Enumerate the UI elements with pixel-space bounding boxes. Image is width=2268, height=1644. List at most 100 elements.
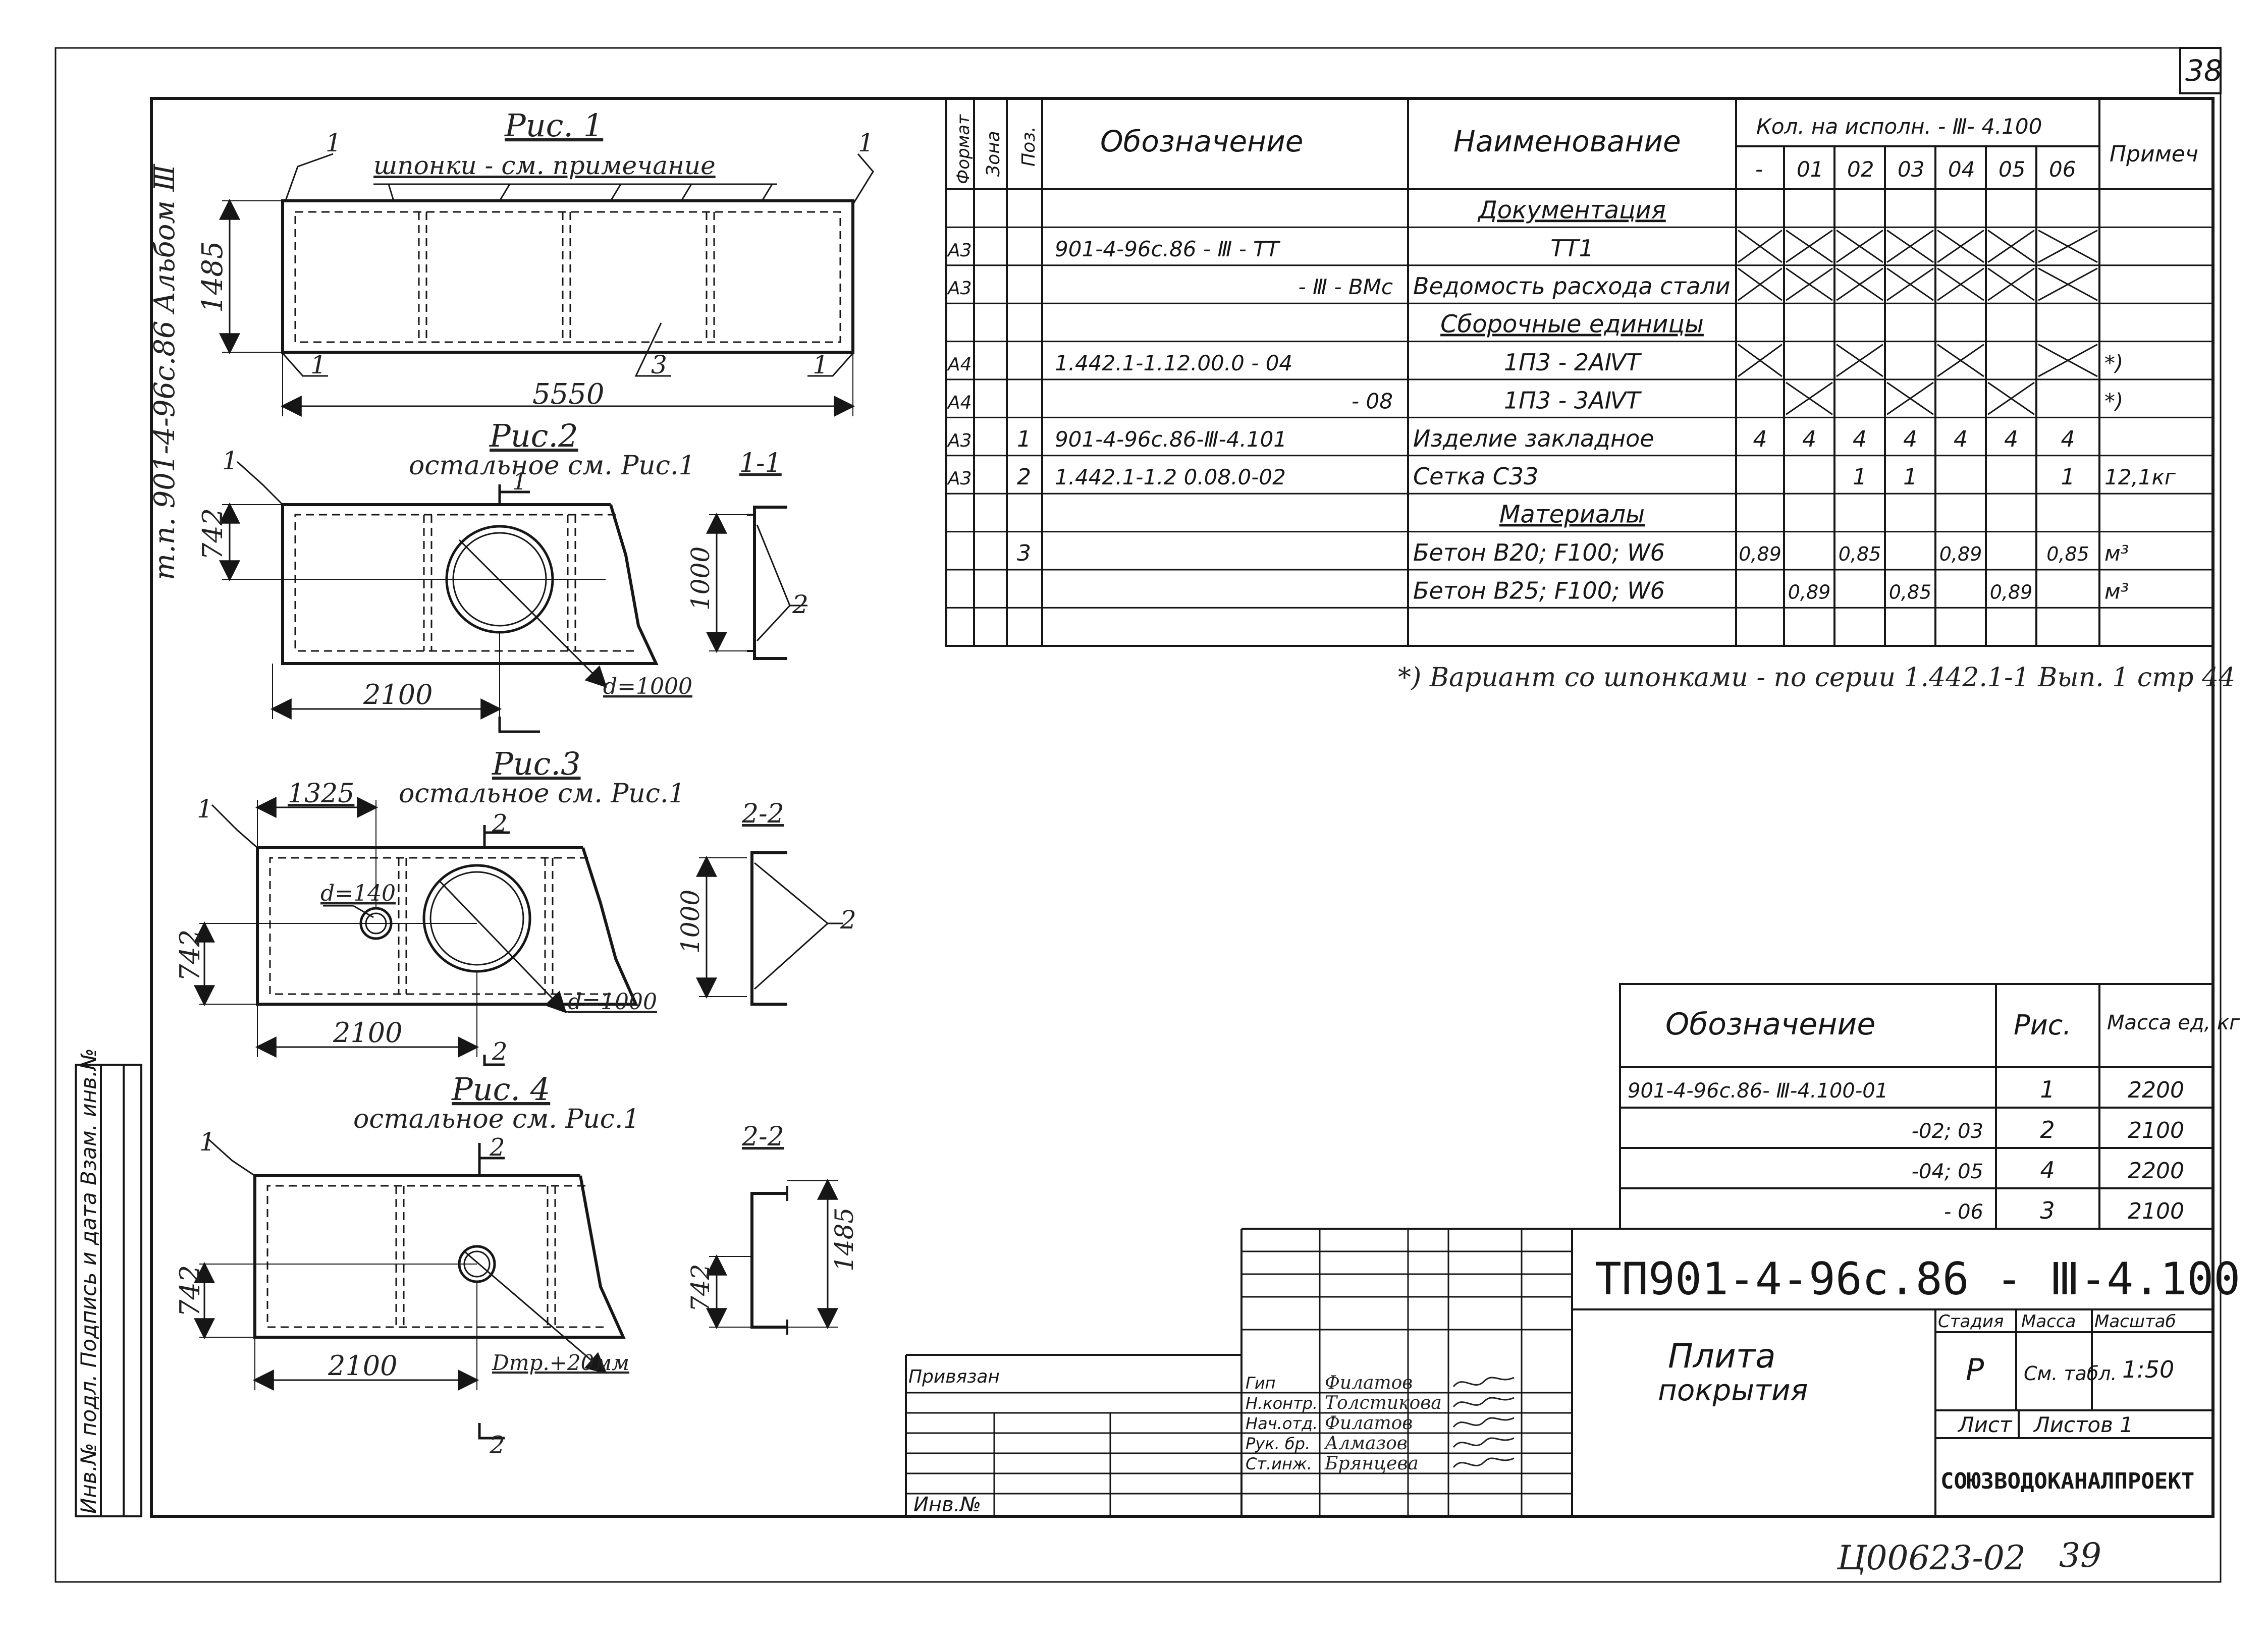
staff-role: Рук. бр. (1246, 1434, 1310, 1453)
qty-cell: 0,85 (2046, 543, 2089, 565)
figure-1: Рис. 1 шпонки - см. примечание (196, 107, 874, 417)
scale-label: Масштаб (2094, 1311, 2176, 1332)
signature-scribble (1452, 1437, 1515, 1448)
spec-header-zone: Зона (983, 131, 1004, 177)
sec11-title: 1-1 (739, 448, 782, 478)
spec-cell: 1П3 - 3АⅣТ (1504, 387, 1642, 414)
fig3-section-mark: 2 (492, 809, 508, 838)
mass-value: См. табл. (2024, 1362, 2117, 1385)
fig1-callout: 3 (651, 350, 667, 379)
fig4-dim-height: 742 (174, 1265, 206, 1317)
doc-code: ТП901-4-96с.86 - Ⅲ-4.100 (1595, 1253, 2240, 1305)
spec-cell: - Ⅲ - ВМс (1299, 275, 1393, 299)
cross-mark (1738, 230, 1783, 263)
section-2-2-a: 2-2 2 1000 (676, 799, 856, 1006)
variants-header-mass: Масса ед, кг (2107, 1011, 2240, 1034)
spec-cell: Сетка С33 (1413, 463, 1538, 490)
sec11-dim: 1000 (686, 546, 715, 611)
sec11-callout: 2 (792, 590, 808, 619)
fig3-dim-offset: 1325 (288, 779, 354, 809)
variants-table: Обозначение Рис. Масса ед, кг 901-4-96с.… (1619, 983, 2240, 1230)
fig1-callout: 1 (326, 128, 342, 157)
staff-name: Филатов (1325, 1413, 1413, 1434)
cross-mark (1987, 381, 2035, 415)
staff-name: Алмазов (1323, 1433, 1408, 1454)
qty-col-header: 02 (1847, 157, 1874, 182)
fig3-hole: d=1000 (568, 989, 657, 1015)
fig4-dim-width: 2100 (328, 1350, 397, 1382)
qty-cell: 0,89 (1939, 543, 1982, 565)
spec-cell: Бетон В20; F100; W6 (1413, 539, 1665, 566)
spec-cell: А3 (947, 468, 972, 489)
qty-col-header: 06 (2049, 157, 2076, 182)
qty-cell: 4 (1903, 426, 1917, 452)
staff-role: Н.контр. (1246, 1394, 1318, 1413)
spec-cell: 1 (1017, 426, 1031, 452)
fig1-dim-height: 1485 (196, 241, 229, 313)
title-line1: Плита (1668, 1337, 1776, 1376)
spec-cell: Бетон В25; F100; W6 (1413, 577, 1665, 604)
sheet-label: Лист (1957, 1412, 2013, 1437)
section-1-1: 1-1 2 1000 (686, 448, 808, 660)
fig4-title: Рис. 4 (451, 1071, 550, 1108)
staff-role: Ст.инж. (1246, 1454, 1312, 1473)
qty-cell: 0,89 (1739, 543, 1781, 565)
variants-header-fig: Рис. (2014, 1009, 2072, 1041)
qty-cell: 4 (2061, 426, 2075, 452)
variant-mass: 2200 (2128, 1158, 2184, 1184)
sec22a-dim: 1000 (676, 890, 705, 954)
binding-label: Привязан (908, 1366, 1000, 1387)
spec-cell: 901-4-96с.86-Ⅲ-4.101 (1055, 427, 1287, 452)
staff-role: Гип (1246, 1374, 1276, 1393)
fig2-note: остальное см. Рис.1 (409, 451, 695, 481)
fig2-section-mark: 1 (512, 468, 527, 495)
cross-mark (2038, 344, 2098, 377)
qty-cell: 4 (1753, 426, 1767, 452)
spec-cell: А3 (947, 430, 972, 451)
spec-cell: 12,1кг (2104, 465, 2176, 489)
spec-cell: А4 (947, 354, 972, 375)
qty-cell: 0,89 (1990, 581, 2033, 603)
qty-cell: 1 (2061, 464, 2075, 490)
variant-designation: -02; 03 (1912, 1120, 1983, 1143)
variant-fig: 2 (2040, 1116, 2055, 1143)
qty-col-header: - (1755, 157, 1763, 182)
fig4-hole: Dтр.+20мм (492, 1350, 629, 1375)
qty-cell: 1 (1903, 464, 1917, 490)
spec-header-note: Примеч (2110, 141, 2198, 167)
fig4-callout: 1 (199, 1127, 215, 1157)
qty-cell: 4 (1853, 426, 1867, 452)
fig4-note: остальное см. Рис.1 (353, 1104, 640, 1134)
spec-cell: А3 (947, 278, 972, 299)
qty-cell: 1 (1853, 464, 1867, 490)
qty-cell: 0,85 (1889, 581, 1932, 603)
inv-label: Инв.№ (913, 1493, 981, 1516)
spec-header-pos: Поз. (1018, 126, 1039, 167)
cross-mark (1886, 267, 1934, 301)
sec22b-title: 2-2 (741, 1122, 784, 1152)
cross-mark (2038, 267, 2098, 301)
scale-value: 1:50 (2122, 1356, 2174, 1383)
cross-mark (1836, 344, 1883, 377)
spec-cell: Ведомость расхода стали (1413, 272, 1731, 300)
cross-mark (1937, 344, 1984, 377)
spec-cell: А3 (947, 240, 972, 261)
fig2-dim-width: 2100 (363, 679, 433, 710)
sec22b-dim-h: 742 (686, 1264, 715, 1312)
fig3-dim-height: 742 (174, 929, 206, 981)
fig4-section-mark-bottom: 2 (489, 1431, 505, 1459)
fig1-callout: 1 (310, 350, 327, 379)
album-label: Альбом Ⅲ (148, 163, 181, 315)
variants-header-designation: Обозначение (1665, 1007, 1875, 1042)
sec22a-callout: 2 (840, 905, 856, 935)
spec-cell: Документация (1477, 196, 1666, 224)
cross-mark (1786, 267, 1833, 301)
spec-cell: 1П3 - 2АⅣТ (1504, 349, 1642, 376)
fig4-section-mark: 2 (489, 1133, 505, 1162)
title-line2: покрытия (1658, 1373, 1808, 1407)
spec-cell: 3 (1017, 540, 1031, 566)
variant-designation: - 06 (1944, 1200, 1983, 1224)
cross-mark (2038, 230, 2098, 263)
fig1-callout: 1 (858, 128, 874, 157)
